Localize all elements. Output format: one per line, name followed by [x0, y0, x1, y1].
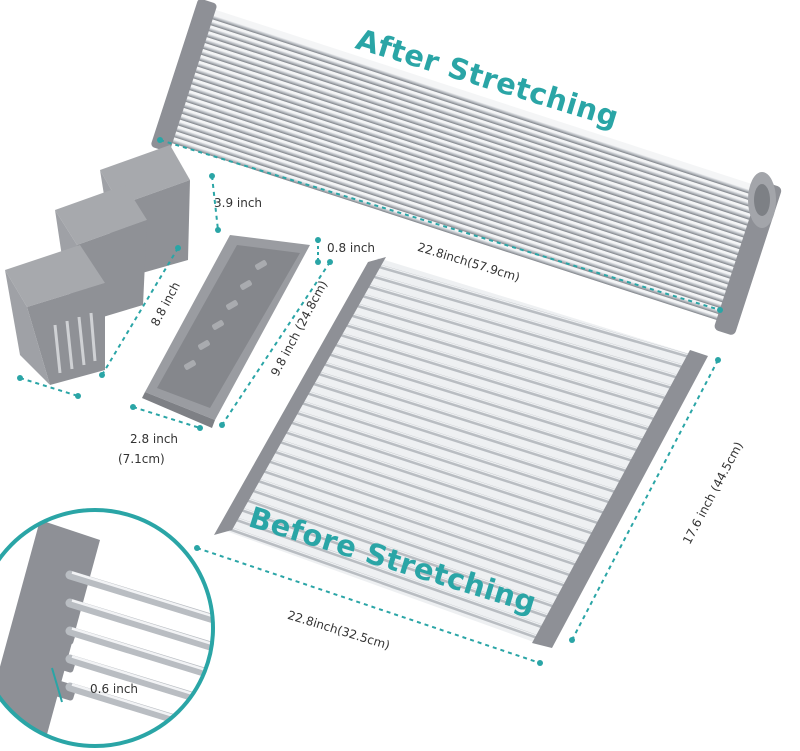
sponge-tray	[142, 235, 310, 428]
flat-rod-highlight	[225, 525, 546, 640]
flat-rod	[273, 437, 598, 548]
rolled-rod	[204, 26, 758, 210]
flat-rod-highlight	[308, 379, 630, 483]
flat-rod-highlight	[269, 447, 590, 556]
rolled-rod	[197, 49, 751, 233]
flat-rod-highlight	[302, 389, 624, 494]
flat-rod	[295, 398, 620, 507]
after-length-line	[159, 139, 721, 311]
flat-rod	[251, 476, 575, 590]
flat-rod-highlight	[280, 428, 602, 535]
flat-rod	[278, 428, 603, 538]
flat-rod	[234, 505, 559, 621]
basket-width-line	[19, 377, 79, 397]
rolled-rod	[189, 73, 743, 257]
flat-rod-highlight	[352, 301, 674, 400]
tray-width-label: 2.8 inch	[130, 432, 179, 446]
flat-rod	[339, 321, 665, 423]
rolled-rod	[185, 85, 739, 269]
flat-rod	[223, 525, 547, 642]
flat-rod-highlight	[231, 515, 551, 629]
flat-rod	[361, 282, 687, 382]
rolled-rod	[183, 90, 737, 275]
rolled-rod	[176, 114, 730, 298]
magnifier-detail	[0, 508, 215, 748]
flat-rod	[350, 301, 676, 402]
flat-rod	[229, 515, 553, 632]
flat-rod-highlight	[335, 331, 658, 431]
rolled-rod	[191, 67, 745, 251]
flat-rod	[344, 311, 671, 413]
flat-rod	[366, 272, 693, 371]
rolled-rod	[180, 102, 733, 286]
flat-rod-highlight	[258, 467, 579, 577]
flat-rod-highlight	[357, 292, 680, 389]
flat-rod-highlight	[253, 476, 574, 588]
tray-length-line	[221, 261, 331, 426]
rolled-rod	[170, 132, 724, 316]
rolled-rod	[178, 108, 732, 292]
flat-rod-highlight	[275, 437, 596, 546]
flat-rod	[322, 350, 648, 455]
flat-rod	[267, 447, 592, 559]
flat-rod	[289, 408, 615, 517]
flat-rod-highlight	[297, 399, 618, 504]
rolled-rod	[187, 79, 741, 263]
flat-rack	[214, 257, 708, 648]
flat-rod-highlight	[291, 408, 613, 515]
flat-rod-highlight	[242, 496, 562, 608]
flat-rod-highlight	[368, 272, 691, 369]
rolled-rod	[193, 61, 747, 245]
flat-rod-highlight	[324, 350, 646, 452]
tray-width-cm-label: (7.1cm)	[118, 452, 165, 466]
flat-rod-highlight	[330, 340, 652, 442]
flat-rod	[240, 496, 564, 611]
rolled-rod	[203, 32, 756, 216]
flat-rod-highlight	[346, 311, 669, 410]
flat-rod	[256, 466, 581, 580]
flat-rod	[355, 292, 682, 392]
flat-rod	[300, 389, 626, 496]
rolled-rod	[174, 120, 728, 304]
flat-rod	[284, 418, 609, 528]
basket-height-line	[211, 175, 219, 231]
rolled-rod	[172, 126, 726, 310]
utensil-baskets	[5, 145, 190, 385]
flat-rod-highlight	[374, 263, 697, 358]
rod-gap-label: 0.6 inch	[90, 682, 139, 696]
flat-rod	[262, 457, 587, 569]
flat-rod	[311, 369, 637, 475]
flat-rod	[317, 360, 643, 465]
tray-width-line	[132, 406, 201, 429]
flat-rod-highlight	[286, 418, 607, 525]
flat-rod-highlight	[247, 486, 568, 598]
flat-rod-highlight	[313, 369, 635, 473]
basket-length-line	[101, 247, 179, 376]
flat-rod-highlight	[319, 360, 641, 462]
flat-rod	[245, 486, 570, 601]
rolled-rod	[195, 55, 749, 239]
flat-rod	[333, 330, 659, 434]
basket-height-label: 3.9 inch	[214, 196, 263, 210]
flat-rod-highlight	[264, 457, 585, 567]
rolled-rod	[199, 43, 753, 227]
flat-rod	[306, 379, 631, 486]
flat-rod-highlight	[363, 282, 686, 379]
flat-rod	[372, 262, 699, 361]
rolled-rod	[206, 20, 760, 204]
flat-rod	[328, 340, 654, 444]
rolled-rod	[181, 96, 735, 280]
flat-rod-highlight	[236, 505, 557, 619]
flat-rod-highlight	[341, 321, 663, 421]
rolled-rack	[151, 0, 782, 335]
rolled-rod	[208, 14, 762, 198]
tray-depth-label: 0.8 inch	[327, 241, 376, 255]
rolled-rod	[201, 37, 754, 221]
